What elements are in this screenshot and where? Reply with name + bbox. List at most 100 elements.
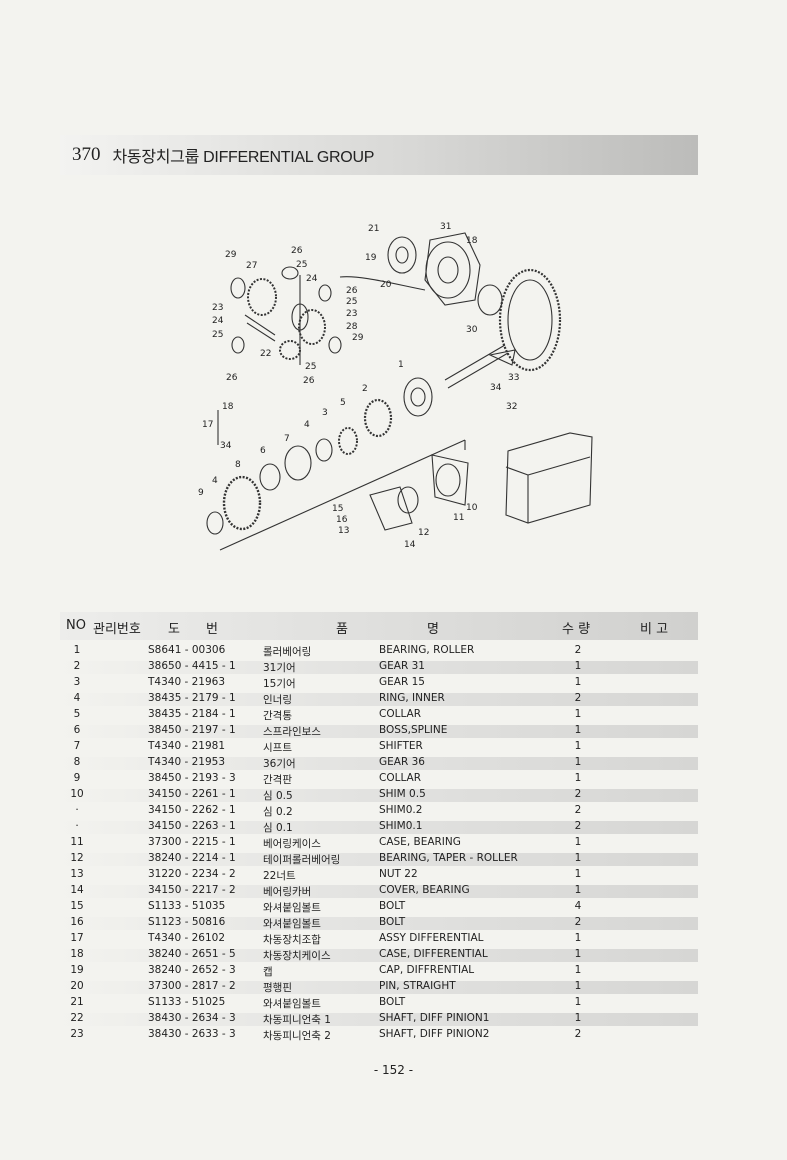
- callout-label: 1: [398, 360, 404, 370]
- english-name: GEAR 36: [379, 756, 425, 768]
- header-quantity: 수 량: [562, 622, 591, 637]
- callout-label: 17: [202, 420, 213, 430]
- row-number: ·: [75, 804, 79, 816]
- korean-name: 31기어: [263, 662, 296, 674]
- callout-label: 22: [260, 349, 271, 359]
- part-number: 34150 - 2262 - 1: [148, 804, 236, 816]
- header-drawing-no-1: 도: [168, 622, 180, 637]
- callout-label: 26: [291, 246, 303, 256]
- korean-name: 심 0.1: [263, 822, 293, 834]
- callout-label: 25: [346, 297, 357, 307]
- row-number: 2: [73, 660, 81, 672]
- row-number: 9: [73, 772, 81, 784]
- korean-name: 와셔붙임볼트: [263, 998, 321, 1010]
- part-number: 38240 - 2652 - 3: [148, 964, 236, 976]
- parts-table-header: NO 관리번호 도 번 품 명 수 량 비 고: [60, 612, 698, 640]
- english-name: COLLAR: [379, 772, 422, 784]
- header-management-number: 관리번호: [93, 622, 141, 637]
- row-number: 11: [70, 836, 84, 848]
- english-name: NUT 22: [379, 868, 418, 880]
- english-name: SHIFTER: [379, 740, 423, 752]
- callout-label: 25: [305, 362, 316, 372]
- part-number: S1123 - 50816: [148, 916, 226, 928]
- row-number: 18: [70, 948, 84, 960]
- english-name: BEARING, ROLLER: [379, 644, 475, 656]
- quantity: 1: [574, 868, 582, 880]
- part-number: S1133 - 51025: [148, 996, 226, 1008]
- row-number: 12: [70, 852, 84, 864]
- callout-label: 14: [404, 540, 416, 550]
- english-name: CAP, DIFFRENTIAL: [379, 964, 475, 976]
- korean-name: 22너트: [263, 870, 296, 882]
- english-name: BOLT: [379, 916, 406, 928]
- part-number: 37300 - 2817 - 2: [148, 980, 236, 992]
- english-name: SHAFT, DIFF PINION1: [379, 1012, 490, 1024]
- row-number: 16: [70, 916, 84, 928]
- korean-name: 와셔붙임볼트: [263, 918, 321, 930]
- korean-name: 차동장치케이스: [263, 950, 331, 962]
- english-name: RING, INNER: [379, 692, 445, 704]
- section-title: 차동장치그룹 DIFFERENTIAL GROUP: [112, 149, 375, 166]
- quantity: 1: [574, 884, 582, 896]
- korean-name: 캡: [263, 966, 273, 978]
- row-number: 21: [70, 996, 84, 1008]
- quantity: 1: [574, 836, 582, 848]
- callout-label: 23: [212, 303, 223, 313]
- callout-label: 25: [212, 330, 223, 340]
- english-name: SHIM0.2: [379, 804, 423, 816]
- quantity: 1: [574, 932, 582, 944]
- row-number: 3: [73, 676, 81, 688]
- callout-label: 29: [352, 333, 364, 343]
- english-name: BOLT: [379, 900, 406, 912]
- quantity: 2: [574, 1028, 582, 1040]
- header-no: NO: [66, 618, 86, 633]
- korean-name: 간격통: [263, 710, 292, 722]
- callout-label: 32: [506, 402, 517, 412]
- section-title-bar: 370 차동장치그룹 DIFFERENTIAL GROUP: [60, 135, 698, 175]
- korean-name: 와셔붙임볼트: [263, 902, 321, 914]
- korean-name: 심 0.2: [263, 806, 293, 818]
- callout-label: 19: [365, 253, 377, 263]
- row-number: 7: [73, 740, 81, 752]
- quantity: 2: [574, 692, 582, 704]
- quantity: 1: [574, 740, 582, 752]
- english-name: GEAR 31: [379, 660, 425, 672]
- korean-name: 36기어: [263, 758, 296, 770]
- row-number: ·: [75, 820, 79, 832]
- part-number: 34150 - 2263 - 1: [148, 820, 236, 832]
- callout-label: 18: [466, 236, 478, 246]
- english-name: SHIM0.1: [379, 820, 423, 832]
- row-number: 10: [70, 788, 84, 800]
- callout-label: 6: [260, 446, 266, 456]
- quantity: 1: [574, 772, 582, 784]
- callout-label: 31: [440, 222, 451, 232]
- callout-label: 21: [368, 224, 379, 234]
- english-name: COLLAR: [379, 708, 422, 720]
- english-name: BEARING, TAPER - ROLLER: [379, 852, 518, 864]
- page-number: - 152 -: [373, 1063, 414, 1077]
- korean-name: 차동장치조합: [263, 934, 321, 946]
- korean-name: 간격판: [263, 774, 292, 786]
- korean-name: 차동피니언축 2: [263, 1030, 331, 1042]
- korean-name: 심 0.5: [263, 790, 293, 802]
- callout-label: 5: [340, 398, 346, 408]
- callout-label: 4: [304, 420, 310, 430]
- quantity: 4: [574, 900, 582, 912]
- part-number: 38435 - 2179 - 1: [148, 692, 236, 704]
- part-number: T4340 - 21963: [148, 676, 226, 688]
- callout-label: 24: [212, 316, 224, 326]
- quantity: 2: [574, 788, 582, 800]
- korean-name: 베어링케이스: [263, 838, 321, 850]
